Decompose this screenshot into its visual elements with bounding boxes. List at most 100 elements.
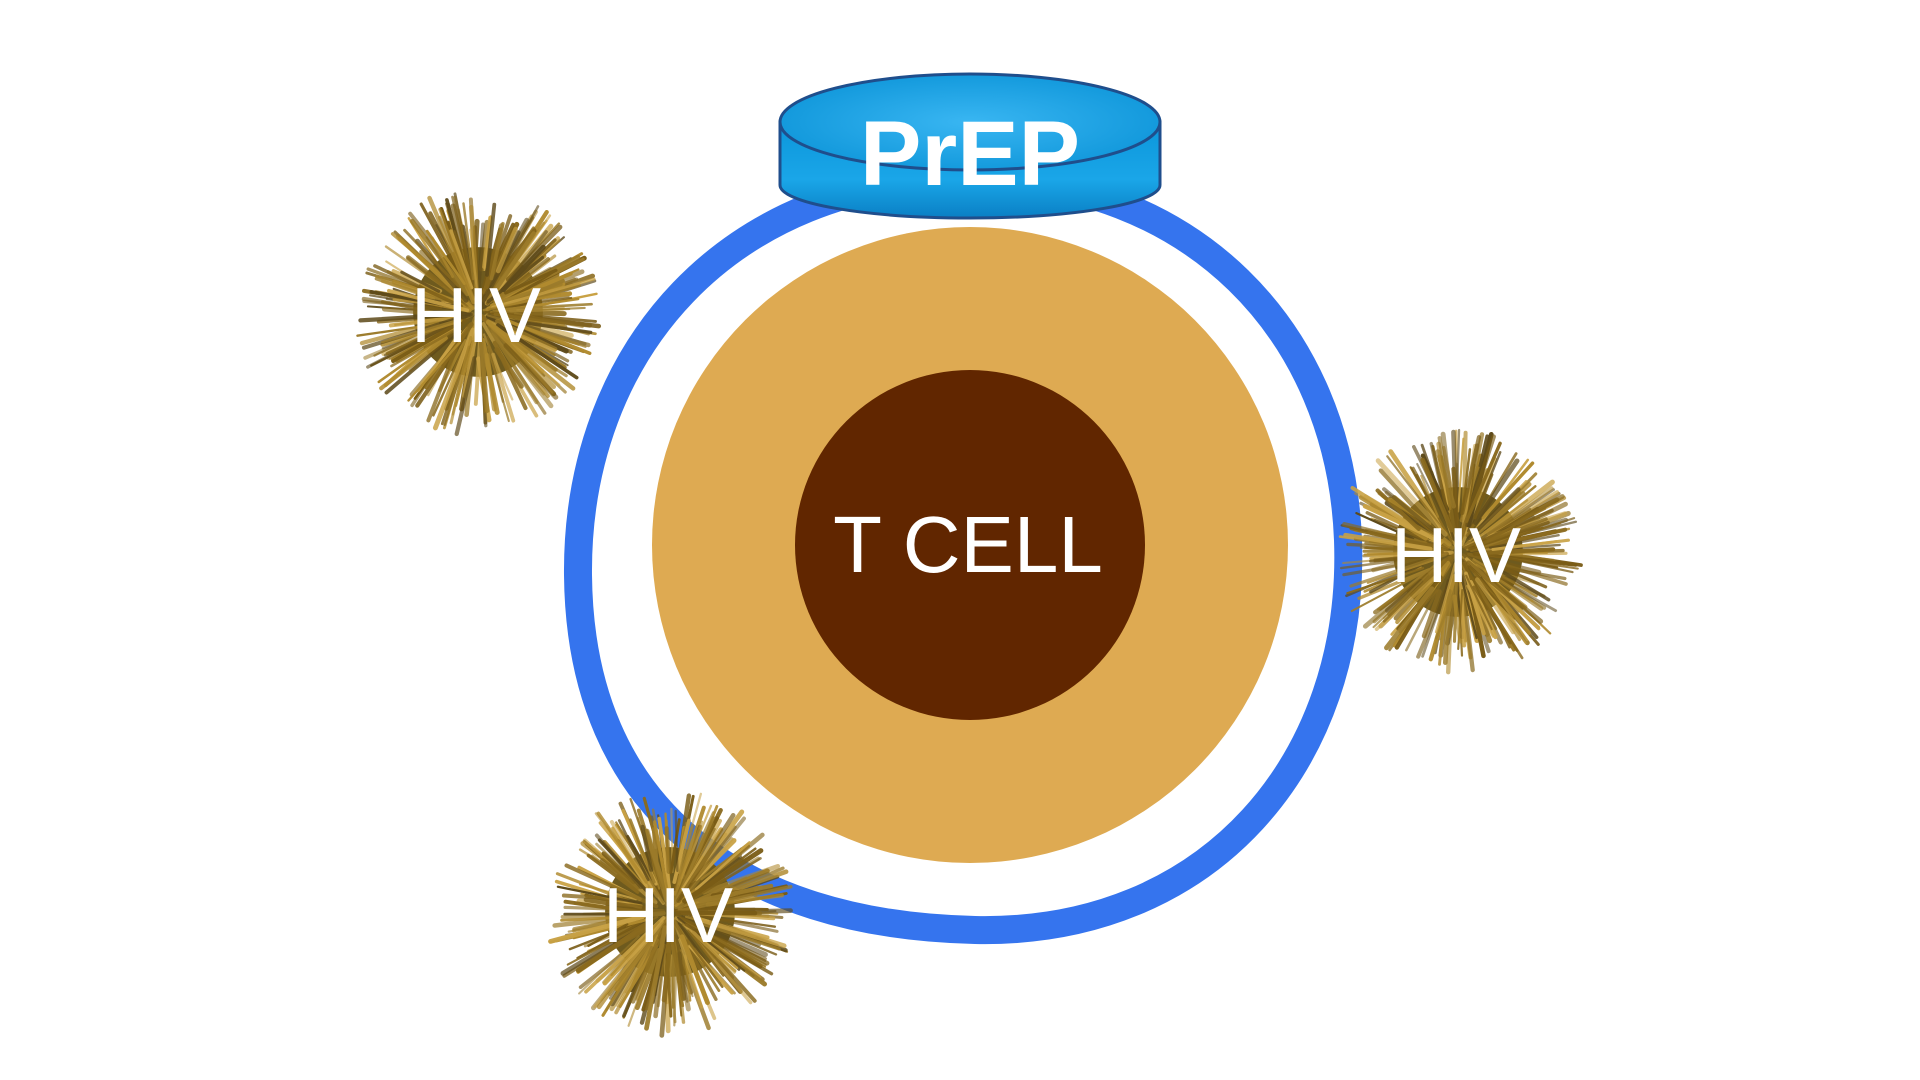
virus-spike [1386, 455, 1445, 531]
virus-spike [373, 264, 464, 309]
virus-spike [491, 277, 596, 309]
virus-spike [449, 336, 473, 425]
virus-spike [405, 255, 470, 307]
virus-spike [1435, 449, 1457, 509]
virus-spike [388, 315, 457, 328]
virus-spike [563, 899, 632, 913]
virus-spike [664, 826, 672, 874]
virus-spike [630, 916, 670, 1004]
virus-spike [673, 919, 718, 1001]
virus-spike [1497, 568, 1551, 602]
virus-spike [644, 828, 670, 907]
virus-spike [462, 202, 475, 281]
virus-spike [1369, 553, 1432, 563]
virus-spike [661, 943, 673, 1003]
virus-spike [1491, 538, 1570, 552]
virus-spike [1473, 473, 1494, 520]
virus-spike [427, 195, 476, 305]
virus-spike [682, 848, 764, 904]
virus-spike [695, 856, 743, 891]
virus-spike [1434, 596, 1454, 640]
virus-spike [1384, 586, 1435, 651]
hiv-label-right: HIV [1391, 511, 1521, 599]
virus-spike [491, 352, 516, 423]
virus-spike [1466, 560, 1544, 624]
virus-spike [489, 221, 505, 281]
virus-spike [678, 938, 704, 1009]
virus-spike [669, 931, 686, 1002]
virus-spike [564, 863, 659, 909]
virus-spike [617, 819, 650, 882]
virus-spike [556, 885, 643, 905]
hiv-virus-icon [356, 192, 602, 437]
virus-spike [486, 231, 536, 303]
virus-spike [469, 228, 478, 291]
virus-spike [380, 279, 435, 301]
virus-spike [1375, 488, 1421, 531]
virus-spike [1481, 461, 1535, 520]
virus-spike [407, 341, 461, 402]
virus-spike [586, 853, 640, 894]
virus-spike [677, 876, 748, 910]
virus-spike [1366, 559, 1434, 584]
virus-spike [670, 823, 695, 908]
virus-spike [1466, 584, 1495, 638]
virus-spike [683, 857, 762, 905]
virus-spike [1363, 551, 1426, 556]
virus-spike [1434, 562, 1457, 634]
virus-spike [628, 818, 656, 884]
virus-spike [508, 319, 593, 335]
virus-spike [492, 340, 528, 411]
virus-spike [482, 293, 561, 312]
virus-spike [476, 222, 485, 302]
virus-spike [1466, 487, 1521, 541]
virus-spike [477, 327, 490, 413]
virus-spike [1482, 547, 1556, 555]
virus-spike [495, 226, 519, 274]
virus-spike [1365, 511, 1429, 543]
hiv-label-left: HIV [411, 271, 541, 359]
virus-spike [599, 858, 640, 890]
virus-spike [454, 356, 477, 437]
virus-spike [498, 282, 563, 304]
virus-spike [677, 916, 770, 966]
virus-spike [432, 327, 476, 431]
virus-spike [1376, 562, 1438, 611]
virus-spike [390, 329, 456, 368]
virus-spike [674, 809, 679, 873]
virus-spike [1366, 530, 1449, 552]
virus-spike [676, 812, 736, 904]
virus-spike [496, 323, 579, 380]
virus-spike [669, 915, 691, 1012]
virus-spike [1458, 569, 1478, 640]
virus-spike [359, 320, 440, 346]
cell-membrane-ring [563, 163, 1363, 945]
virus-spike [684, 923, 737, 974]
virus-spike [490, 306, 586, 314]
virus-spike [686, 939, 724, 988]
virus-spike [486, 255, 545, 304]
virus-spike [380, 318, 463, 347]
virus-spike [593, 920, 664, 1009]
virus-spike [1350, 485, 1443, 546]
virus-spike [1421, 589, 1442, 639]
virus-spike [1452, 594, 1463, 644]
virus-spike [1457, 437, 1465, 513]
virus-spike [587, 923, 629, 947]
virus-spike [426, 347, 458, 423]
virus-spike [1472, 585, 1512, 645]
virus-spike [1382, 487, 1444, 539]
virus-spike [669, 818, 681, 874]
virus-spike [490, 311, 593, 328]
virus-spike [1375, 458, 1448, 537]
virus-spike [679, 934, 710, 1005]
virus-spike [400, 270, 441, 293]
virus-spike [485, 202, 497, 277]
virus-spike [696, 921, 781, 951]
hiv-virus-icon [1338, 428, 1583, 675]
virus-spike [1378, 558, 1447, 611]
virus-spike [498, 302, 593, 311]
prep-cap-icon [778, 72, 1162, 220]
virus-spike [1483, 499, 1529, 534]
virus-spike [576, 921, 641, 960]
